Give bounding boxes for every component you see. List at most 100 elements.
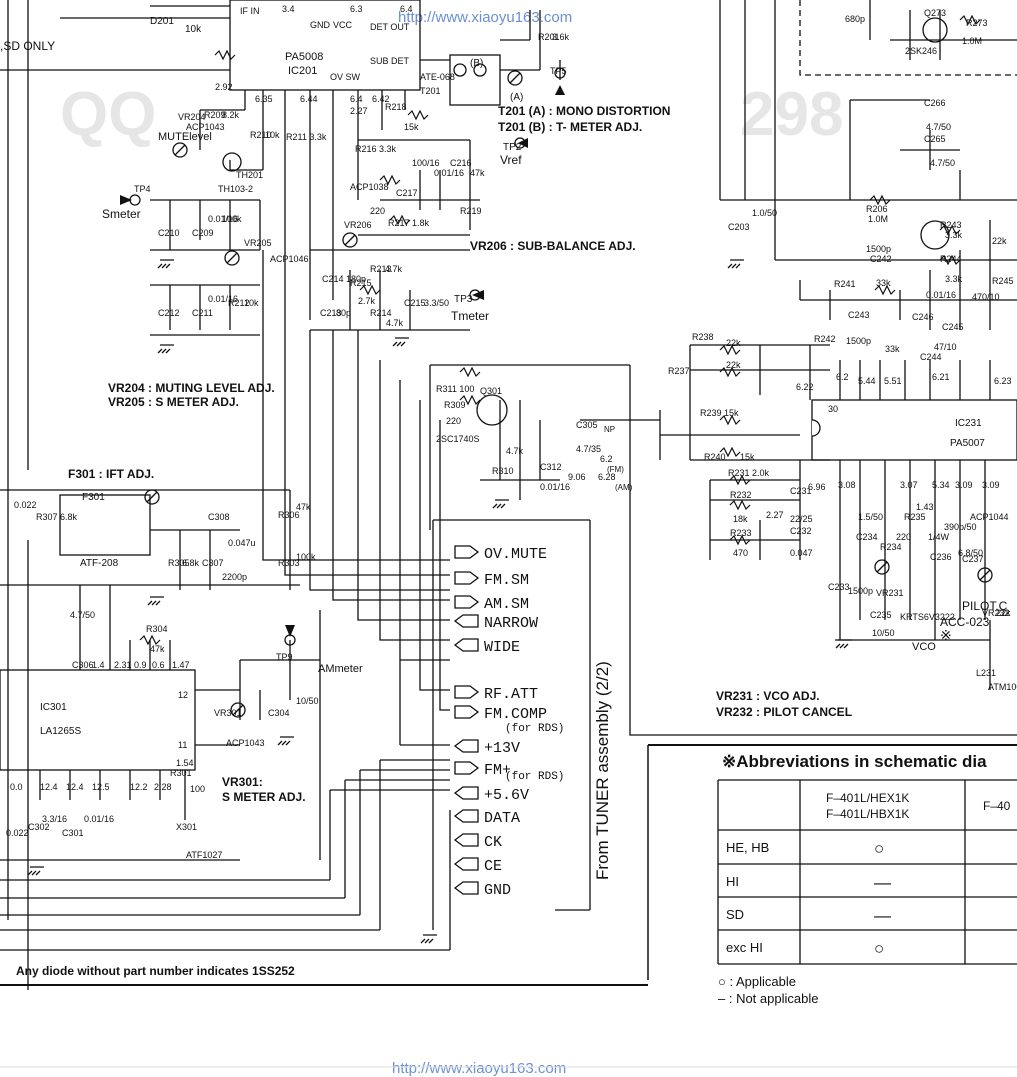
label-c216-value: 0.01/16 bbox=[434, 168, 464, 178]
label-r214: R214 bbox=[370, 308, 392, 318]
label-c244-value: 47/10 bbox=[934, 342, 957, 352]
label-r244: R244 bbox=[940, 254, 962, 264]
label-r242-value: 33k bbox=[885, 344, 900, 354]
label-c210: C210 bbox=[158, 228, 180, 238]
label-v122: 12.2 bbox=[130, 782, 148, 792]
label-v0022: 0.022 bbox=[6, 828, 29, 838]
connector-pin-label: WIDE bbox=[484, 639, 520, 656]
label-v64a: 6.4 bbox=[400, 4, 413, 14]
label-tp3: TP3 bbox=[454, 294, 473, 305]
connector-pin-label: AM.SM bbox=[484, 596, 529, 613]
label-r207: 10k bbox=[185, 24, 202, 35]
label-v143: 1.43 bbox=[916, 502, 934, 512]
label-tp5: TP5 bbox=[550, 66, 567, 76]
label-r245-value: 22k bbox=[992, 236, 1007, 246]
legend-applicable: ○ : Applicable bbox=[718, 974, 796, 989]
connector-title: From TUNER assembly (2/2) bbox=[593, 661, 612, 880]
label-r232: R232 bbox=[730, 490, 752, 500]
connector-pin-symbol bbox=[453, 881, 479, 895]
label-r303-value: 100k bbox=[296, 552, 316, 562]
label-r214-value: 4.7k bbox=[386, 318, 404, 328]
watermark-text-right: 298 bbox=[740, 80, 843, 149]
note-vr204: VR204 : MUTING LEVEL ADJ. bbox=[108, 381, 275, 395]
label-r306: R306 bbox=[278, 510, 300, 520]
label-v228: 2.28 bbox=[154, 782, 172, 792]
label-v642: 6.42 bbox=[372, 94, 390, 104]
label-c308: C308 bbox=[208, 512, 230, 522]
label-acp1046: ACP1046 bbox=[270, 254, 309, 264]
label-c305: C305 bbox=[576, 420, 598, 430]
note-t201a: T201 (A) : MONO DISTORTION bbox=[498, 104, 670, 118]
label-v534: 5.34 bbox=[932, 480, 950, 490]
label-c242-value: 1500p bbox=[866, 244, 891, 254]
label-acp1044: ACP1044 bbox=[970, 512, 1009, 522]
label-pin11: 11 bbox=[178, 740, 187, 750]
label-c246-value: 0.01/16 bbox=[926, 290, 956, 300]
label-r306-value: 47k bbox=[296, 502, 311, 512]
label-v154: 1.54 bbox=[176, 758, 194, 768]
label-tp2: TP2 bbox=[503, 142, 522, 153]
label-pin12: 12 bbox=[178, 690, 188, 700]
connector-pin-label: +5.6V bbox=[484, 787, 529, 804]
connector-sub-fmplus: (for RDS) bbox=[505, 771, 564, 783]
label-r232-value: 18k bbox=[733, 514, 748, 524]
label-vr232-value: 22k bbox=[996, 608, 1011, 618]
label-r310-value: 4.7k bbox=[506, 446, 524, 456]
label-c216: C216 bbox=[450, 158, 472, 168]
label-r243: R243 bbox=[940, 220, 962, 230]
label-f301: F301 bbox=[82, 492, 105, 503]
label-r301: R301 bbox=[170, 768, 192, 778]
label-vcc-pin: VCC bbox=[333, 20, 353, 30]
legend-row-label: exc HI bbox=[726, 940, 763, 955]
label-c302: C302 bbox=[28, 822, 50, 832]
label-ic301-name: LA1265S bbox=[40, 726, 81, 737]
label-tp4: TP4 bbox=[134, 184, 151, 194]
connector-pin-symbol bbox=[453, 809, 479, 823]
label-r218: R218 bbox=[385, 102, 407, 112]
legend-row-label: HE, HB bbox=[726, 840, 769, 855]
note-diode: Any diode without part number indicates … bbox=[16, 964, 295, 978]
label-th103: TH103-2 bbox=[218, 184, 253, 194]
label-tmeter: Tmeter bbox=[451, 309, 489, 323]
label-c215-value: 3.3/50 bbox=[424, 298, 449, 308]
label-q301-type: 2SC1740S bbox=[436, 434, 480, 444]
connector-sub-fmcomp: (for RDS) bbox=[505, 723, 564, 735]
label-ate068: ATE-068 bbox=[420, 72, 455, 82]
connector-pin-symbol bbox=[454, 761, 480, 775]
label-subdet: SUB DET bbox=[370, 56, 410, 66]
label-c232-value: 0.047 bbox=[790, 548, 813, 558]
label-v635: 6.35 bbox=[255, 94, 273, 104]
note-sd-only: ,SD ONLY bbox=[0, 39, 55, 53]
label-c306: C306 bbox=[72, 660, 94, 670]
label-detout: DET OUT bbox=[370, 22, 410, 32]
legend-row-label: HI bbox=[726, 874, 739, 889]
label-r233: R233 bbox=[730, 528, 752, 538]
label-vco: VCO bbox=[912, 641, 936, 653]
label-c246: C246 bbox=[912, 312, 934, 322]
label-vref: Vref bbox=[500, 153, 522, 167]
connector-pin-label: GND bbox=[484, 882, 511, 899]
label-c312-value: 0.01/16 bbox=[540, 482, 570, 492]
label-v022: 0.022 bbox=[14, 500, 37, 510]
label-r215-value: 2.7k bbox=[358, 296, 376, 306]
label-c236: C236 bbox=[930, 552, 952, 562]
label-t201: T201 bbox=[420, 86, 441, 96]
label-v621: 6.21 bbox=[932, 372, 950, 382]
label-c217: C217 bbox=[396, 188, 418, 198]
label-r201-value: 3.6k bbox=[552, 32, 570, 42]
label-r234: R234 bbox=[880, 542, 902, 552]
label-c235-value: 10/50 bbox=[872, 628, 895, 638]
label-r305-value: 6.8k bbox=[182, 558, 200, 568]
label-x301: X301 bbox=[176, 822, 197, 832]
label-c308-value: 0.047u bbox=[228, 538, 256, 548]
label-v696: 6.96 bbox=[808, 482, 826, 492]
label-q301: Q301 bbox=[480, 386, 502, 396]
label-atm1003: ATM1003 bbox=[988, 682, 1017, 692]
label-vr205-ref: VR205 bbox=[244, 238, 272, 248]
label-c209-value: 0.01/16 bbox=[208, 214, 238, 224]
label-ovsw: OV SW bbox=[330, 72, 361, 82]
label-pin30: 30 bbox=[828, 404, 838, 414]
label-c237-value: 6.8/50 bbox=[958, 548, 983, 558]
connector-pin-symbol bbox=[454, 571, 480, 585]
